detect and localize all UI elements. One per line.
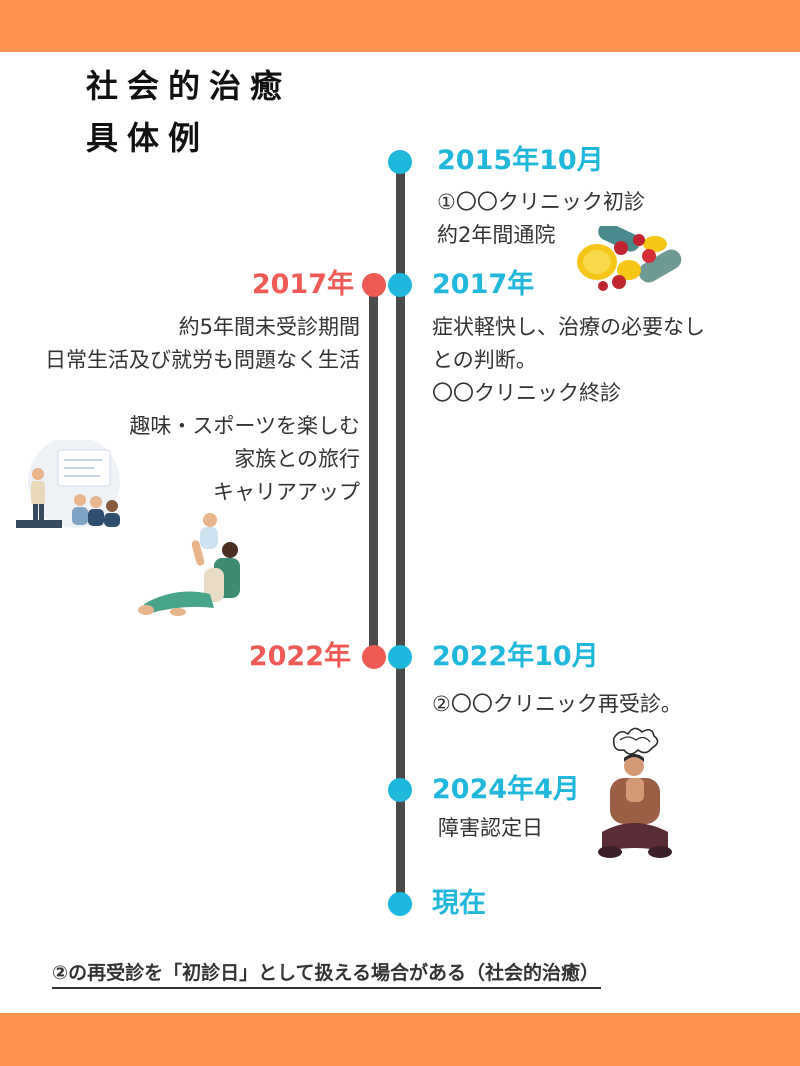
text-2017-left-line1: 約5年間未受診期間	[178, 315, 360, 339]
timeline-dot-2024	[388, 778, 412, 802]
stressed-person-illustration	[598, 727, 672, 858]
text-2015-line2: 約2年間通院	[437, 223, 556, 247]
page-subtitle: 具体例	[86, 119, 210, 157]
date-2017-right: 2017年	[432, 269, 535, 300]
date-2024: 2024年4月	[432, 774, 580, 805]
parent-with-baby-illustration	[138, 513, 240, 616]
date-2022-left: 2022年	[248, 641, 351, 672]
bottom-band	[0, 1013, 800, 1066]
presentation-meeting-illustration	[16, 440, 120, 528]
timeline-main-line	[396, 160, 405, 905]
text-2015-line1: ①〇〇クリニック初診	[437, 190, 645, 214]
text-2022-right-line1: ②〇〇クリニック再受診。	[432, 692, 682, 716]
timeline-dot-2022-left	[362, 645, 386, 669]
text-2017-right-line3: 〇〇クリニック終診	[432, 381, 621, 405]
text-2017-right-line2: との判断。	[432, 348, 537, 372]
medicine-pills-illustration	[577, 226, 682, 291]
text-hobby-line2: 家族との旅行	[234, 447, 360, 471]
text-hobby-line1: 趣味・スポーツを楽しむ	[129, 414, 360, 438]
page-title: 社会的治癒	[86, 67, 292, 105]
date-2022-right: 2022年10月	[432, 641, 599, 672]
timeline-dot-2022-right	[388, 645, 412, 669]
top-band	[0, 0, 800, 52]
text-2017-left-line2: 日常生活及び就労も問題なく生活	[45, 348, 360, 372]
date-2015: 2015年10月	[437, 145, 604, 176]
timeline-dot-2017-left	[362, 273, 386, 297]
footer-note: ②の再受診を「初診日」として扱える場合がある（社会的治癒）	[52, 958, 601, 989]
timeline-dot-2015	[388, 150, 412, 174]
timeline-sub-line	[369, 285, 378, 657]
timeline-dot-now	[388, 892, 412, 916]
timeline-dot-2017-right	[388, 273, 412, 297]
date-now: 現在	[432, 888, 486, 919]
text-2017-right-line1: 症状軽快し、治療の必要なし	[432, 315, 705, 339]
text-2024-line1: 障害認定日	[438, 816, 543, 840]
date-2017-left: 2017年	[251, 269, 354, 300]
text-hobby-line3: キャリアアップ	[213, 480, 360, 504]
